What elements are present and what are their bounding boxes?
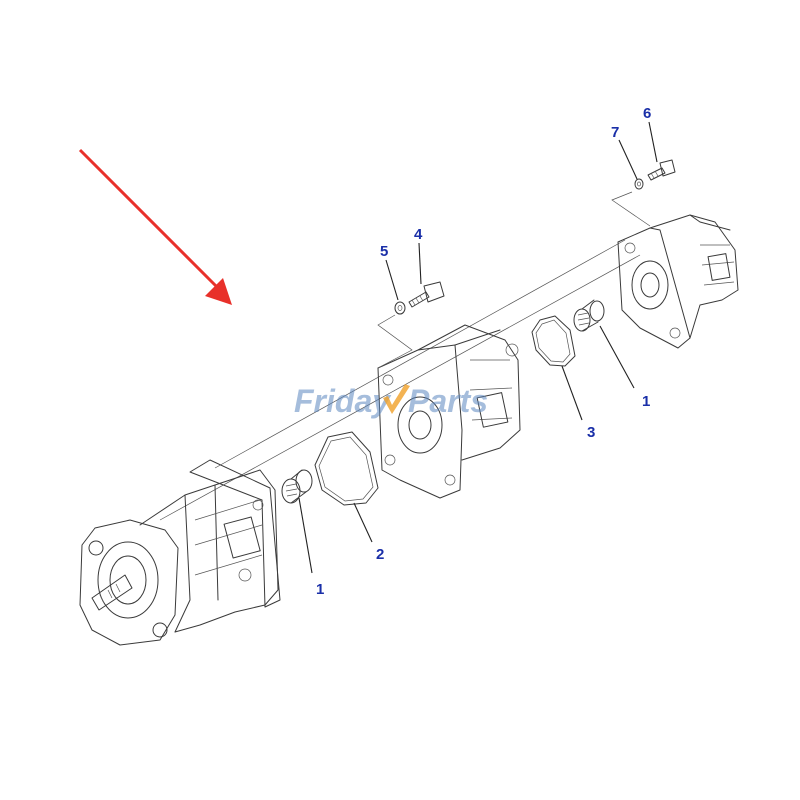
seal-ring-2: [314, 431, 379, 506]
red-pointer-arrow: [78, 148, 232, 305]
callout-6: 6: [643, 105, 651, 122]
callout-5: 5: [380, 243, 388, 260]
callout-2: 2: [376, 546, 384, 563]
seal-ring-3: [531, 315, 576, 367]
main-pump-body: [79, 459, 281, 646]
bolt-4-guide-line: [377, 314, 413, 369]
watermark: Friday Parts: [294, 383, 488, 419]
leader-lines: [298, 121, 658, 574]
bolt-6: [647, 159, 676, 181]
bolt-4: [408, 281, 445, 308]
callout-1-upper: 1: [642, 393, 650, 410]
callout-4: 4: [414, 226, 423, 243]
callout-1-lower: 1: [316, 581, 324, 598]
assembly-axis-lines: [159, 239, 641, 521]
callout-labels: 1 1 2 3 4 5 6 7: [316, 105, 651, 598]
bushing-upper: [573, 299, 605, 332]
callout-7: 7: [611, 124, 619, 141]
rear-pump-section: [617, 214, 739, 349]
callout-3: 3: [587, 424, 595, 441]
watermark-left: Friday: [294, 383, 392, 419]
watermark-right: Parts: [408, 383, 488, 419]
washer-5: [394, 301, 406, 315]
washer-7: [634, 178, 644, 190]
bolt-6-guide-line: [611, 191, 651, 227]
middle-pump-section: [377, 324, 521, 499]
bushing-lower: [281, 469, 313, 504]
